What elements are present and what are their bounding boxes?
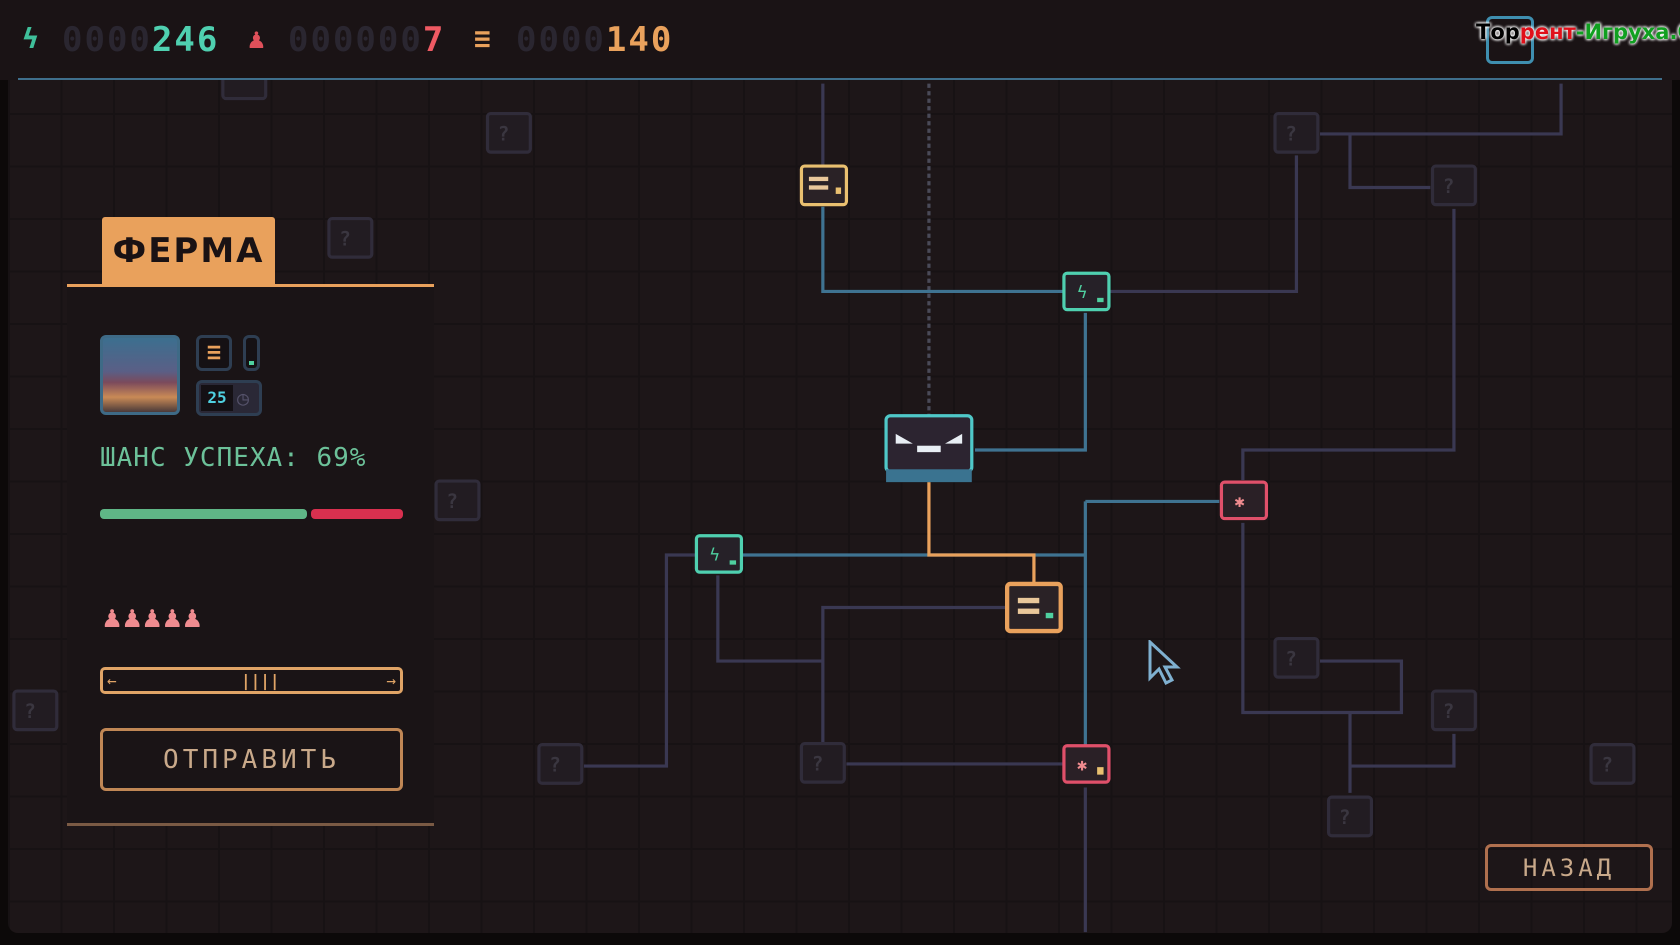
people-slider[interactable]: ← |||| → <box>100 667 403 694</box>
person-icon: ♟ <box>163 600 184 635</box>
resource-level-indicator <box>243 335 260 371</box>
lightning-icon: ϟ <box>22 22 39 55</box>
svg-text:✱: ✱ <box>1077 755 1087 775</box>
svg-text:ϟ: ϟ <box>709 545 719 565</box>
people-node[interactable]: ✱ <box>1219 480 1269 521</box>
food-value: 140 <box>605 20 674 60</box>
svg-text:?: ? <box>1285 122 1297 145</box>
watermark: Торрент-Игруха.Орг <box>1476 20 1680 44</box>
people-value: 7 <box>422 20 446 60</box>
svg-text:?: ? <box>812 752 824 775</box>
watermark-part: Тор <box>1476 20 1520 44</box>
unknown-node[interactable]: ? <box>1430 689 1477 732</box>
unknown-node[interactable]: ? <box>434 479 481 522</box>
arrow-right-icon[interactable]: → <box>386 671 396 690</box>
assigned-people: ♟♟♟♟♟ <box>103 600 203 635</box>
divider <box>18 78 1662 80</box>
watermark-part: рент <box>1519 20 1576 44</box>
unknown-node[interactable]: ? <box>12 689 59 732</box>
svg-text:?: ? <box>339 227 351 250</box>
svg-text:✱: ✱ <box>1234 492 1244 512</box>
success-bar <box>100 509 308 519</box>
energy-counter-padding: 0000 <box>62 20 152 60</box>
send-button[interactable]: ОТПРАВИТЬ <box>100 728 403 791</box>
back-button[interactable]: НАЗАД <box>1485 844 1653 891</box>
people-counter: 0000007 <box>288 20 445 60</box>
watermark-part: -Игруха.Орг <box>1575 20 1680 44</box>
failure-bar <box>311 509 403 519</box>
resource-bar: ϟ 0000246 ♟ 0000007 ≡ 0000140 Торрент-Иг… <box>0 0 1680 80</box>
food-counter-padding: 0000 <box>516 20 606 60</box>
svg-text:?: ? <box>1285 647 1297 670</box>
food-counter: 0000140 <box>516 20 673 60</box>
energy-value: 246 <box>151 20 220 60</box>
duration-badge: 25 ◷ <box>196 380 262 416</box>
unknown-node[interactable]: ? <box>327 216 374 259</box>
svg-text:?: ? <box>498 122 510 145</box>
svg-text:?: ? <box>446 490 458 513</box>
svg-text:?: ? <box>1601 753 1613 776</box>
people-node[interactable]: ✱ <box>1062 744 1111 784</box>
person-icon: ♟ <box>248 22 265 55</box>
svg-text:?: ? <box>1339 806 1351 829</box>
settings-icon[interactable] <box>1486 16 1534 64</box>
svg-text:?: ? <box>1443 700 1455 723</box>
person-icon: ♟ <box>103 600 124 635</box>
base-node[interactable] <box>884 414 974 483</box>
location-title: ФЕРМА <box>102 217 275 284</box>
unknown-node[interactable]: ? <box>1326 795 1374 838</box>
farm-portrait <box>100 335 180 415</box>
unknown-node[interactable]: ? <box>1273 111 1320 154</box>
unknown-node[interactable]: ? <box>1430 164 1477 207</box>
energy-node[interactable]: ϟ <box>1062 271 1111 312</box>
clock-icon: ◷ <box>237 386 250 410</box>
unknown-node[interactable]: ? <box>799 741 846 784</box>
unknown-node[interactable]: ? <box>485 111 532 154</box>
svg-text:?: ? <box>1443 175 1455 198</box>
energy-counter: 0000246 <box>62 20 219 60</box>
arrow-left-icon[interactable]: ← <box>107 671 117 690</box>
mouse-cursor-icon <box>1148 640 1181 686</box>
duration-value: 25 <box>201 385 233 411</box>
unknown-nodes: ? ? ? ? ? ? ? ? ? ? ? ? <box>12 73 1636 838</box>
food-icon: ≡ <box>196 335 232 371</box>
unknown-node[interactable]: ? <box>1589 743 1636 785</box>
svg-text:?: ? <box>549 753 561 776</box>
food-icon: ≡ <box>474 22 491 55</box>
person-icon: ♟ <box>123 600 144 635</box>
people-counter-padding: 000000 <box>288 20 423 60</box>
slider-handle[interactable]: |||| <box>241 671 280 690</box>
food-node[interactable] <box>799 164 849 207</box>
svg-text:?: ? <box>24 700 36 723</box>
person-icon: ♟ <box>143 600 164 635</box>
unknown-node[interactable]: ? <box>537 743 584 785</box>
unknown-node[interactable]: ? <box>1273 636 1320 679</box>
person-icon: ♟ <box>183 600 204 635</box>
energy-node[interactable]: ϟ <box>694 534 744 574</box>
food-node[interactable] <box>1004 581 1063 634</box>
success-chance-label: ШАНС УСПЕХА: 69% <box>100 443 367 473</box>
svg-text:ϟ: ϟ <box>1077 283 1087 303</box>
